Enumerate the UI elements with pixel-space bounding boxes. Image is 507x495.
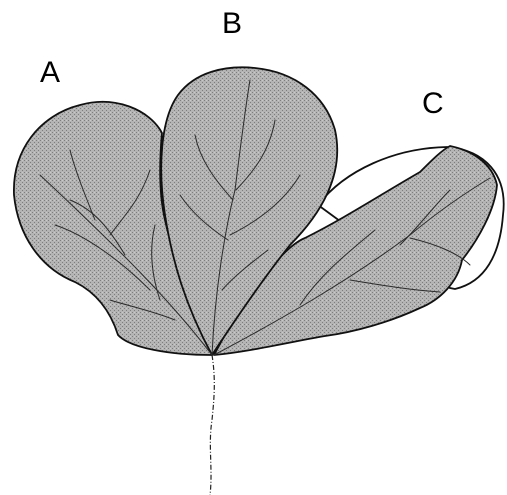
label-b: B — [222, 7, 242, 40]
label-a: A — [40, 56, 60, 89]
stem — [210, 355, 214, 495]
label-c: C — [422, 87, 444, 120]
